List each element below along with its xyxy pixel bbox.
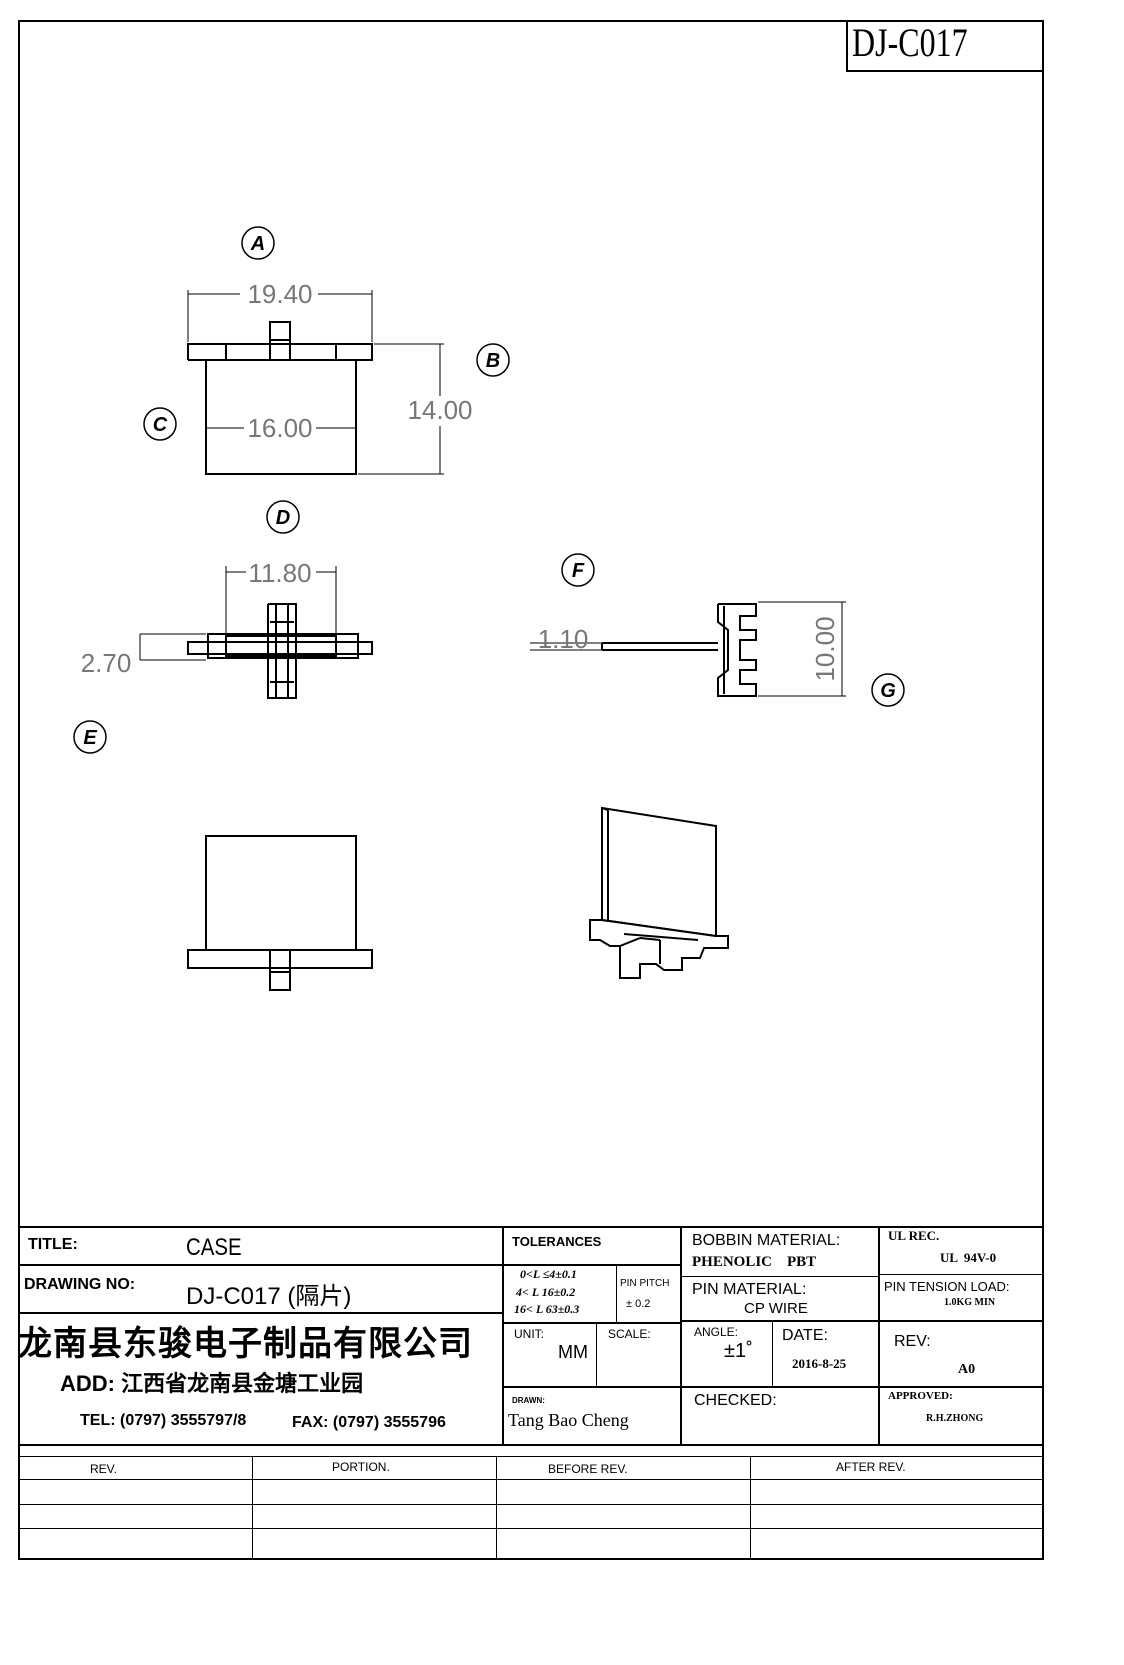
view-label-c: C [153, 414, 168, 436]
rev-value: A0 [958, 1362, 976, 1377]
pin-material-value: CP WIRE [744, 1300, 808, 1317]
company-tel: TEL: (0797) 3555797/8 [80, 1412, 247, 1429]
tolerance-1: 0<L ≤4±0.1 [520, 1267, 577, 1281]
part-number: DJ-C017 [852, 20, 968, 65]
rev-label: REV: [894, 1333, 931, 1350]
dim-19-40: 19.40 [247, 279, 312, 309]
unit-label: UNIT: [514, 1327, 544, 1341]
view-e-outline [187, 835, 373, 991]
drawn-label: DRAWN: [512, 1396, 545, 1405]
part-number-box [846, 20, 1044, 72]
iso-view-outline [589, 806, 729, 979]
company-name: 龙南县东骏电子制品有限公司 [18, 1325, 473, 1363]
drawing-no-value: DJ-C017 (隔片) [186, 1283, 352, 1310]
approved-value: R.H.ZHONG [926, 1413, 984, 1424]
drawing-views: A B C D F E G 19.40 16.00 14.00 11.80 2.… [73, 226, 905, 991]
rev-table-header-portion: PORTION. [332, 1460, 390, 1474]
tolerances-label: TOLERANCES [512, 1234, 602, 1249]
pin-pitch-label: PIN PITCH [620, 1278, 670, 1289]
ul-value: UL 94V-0 [940, 1250, 997, 1265]
date-label: DATE: [782, 1327, 828, 1344]
view-label-d: D [276, 507, 290, 529]
checked-label: CHECKED: [694, 1392, 777, 1409]
pin-material-label: PIN MATERIAL: [692, 1281, 807, 1298]
unit-value: MM [558, 1342, 588, 1362]
view-f-outline [601, 603, 757, 697]
dim-14-00: 14.00 [407, 395, 472, 425]
dim-2-70: 2.70 [81, 648, 132, 678]
view-d-outline [187, 603, 373, 699]
company-fax: FAX: (0797) 3555796 [292, 1414, 446, 1431]
view-label-b: B [486, 350, 500, 372]
title-label: TITLE: [28, 1236, 78, 1253]
drawn-value: Tang Bao Cheng [508, 1410, 629, 1430]
bobbin-material-label: BOBBIN MATERIAL: [692, 1232, 841, 1249]
date-value: 2016-8-25 [792, 1356, 847, 1371]
view-label-e: E [83, 727, 97, 749]
angle-value: ±1˚ [724, 1340, 753, 1362]
pin-pitch-value: ± 0.2 [626, 1298, 651, 1310]
view-a-outline [187, 321, 373, 475]
drawing-frame [18, 20, 1044, 1560]
view-label-g: G [880, 680, 896, 702]
rev-table-header-before: BEFORE REV. [548, 1462, 628, 1476]
approved-label: APPROVED: [888, 1390, 953, 1402]
drawing-no-label: DRAWING NO: [24, 1276, 136, 1293]
ul-label: UL REC. [888, 1228, 940, 1243]
tolerance-2: 4< L 16±0.2 [516, 1285, 576, 1299]
title-value: CASE [186, 1234, 242, 1261]
dim-1-10: 1.10 [538, 624, 589, 654]
view-label-a: A [250, 233, 265, 255]
dim-11-80: 11.80 [248, 558, 311, 588]
angle-label: ANGLE: [694, 1325, 739, 1339]
bobbin-material-value: PHENOLIC PBT [692, 1254, 817, 1270]
dim-10-00: 10.00 [810, 616, 840, 681]
company-address: ADD: 江西省龙南县金塘工业园 [60, 1371, 364, 1396]
rev-table-header-rev: REV. [90, 1462, 117, 1476]
pin-tension-label: PIN TENSION LOAD: [884, 1279, 1010, 1294]
dim-16-00: 16.00 [247, 413, 312, 443]
scale-label: SCALE: [608, 1327, 651, 1341]
pin-tension-value: 1.0KG MIN [944, 1297, 996, 1308]
view-label-f: F [572, 560, 585, 582]
tolerance-3: 16< L 63±0.3 [514, 1302, 580, 1316]
rev-table-header-after: AFTER REV. [836, 1460, 906, 1474]
